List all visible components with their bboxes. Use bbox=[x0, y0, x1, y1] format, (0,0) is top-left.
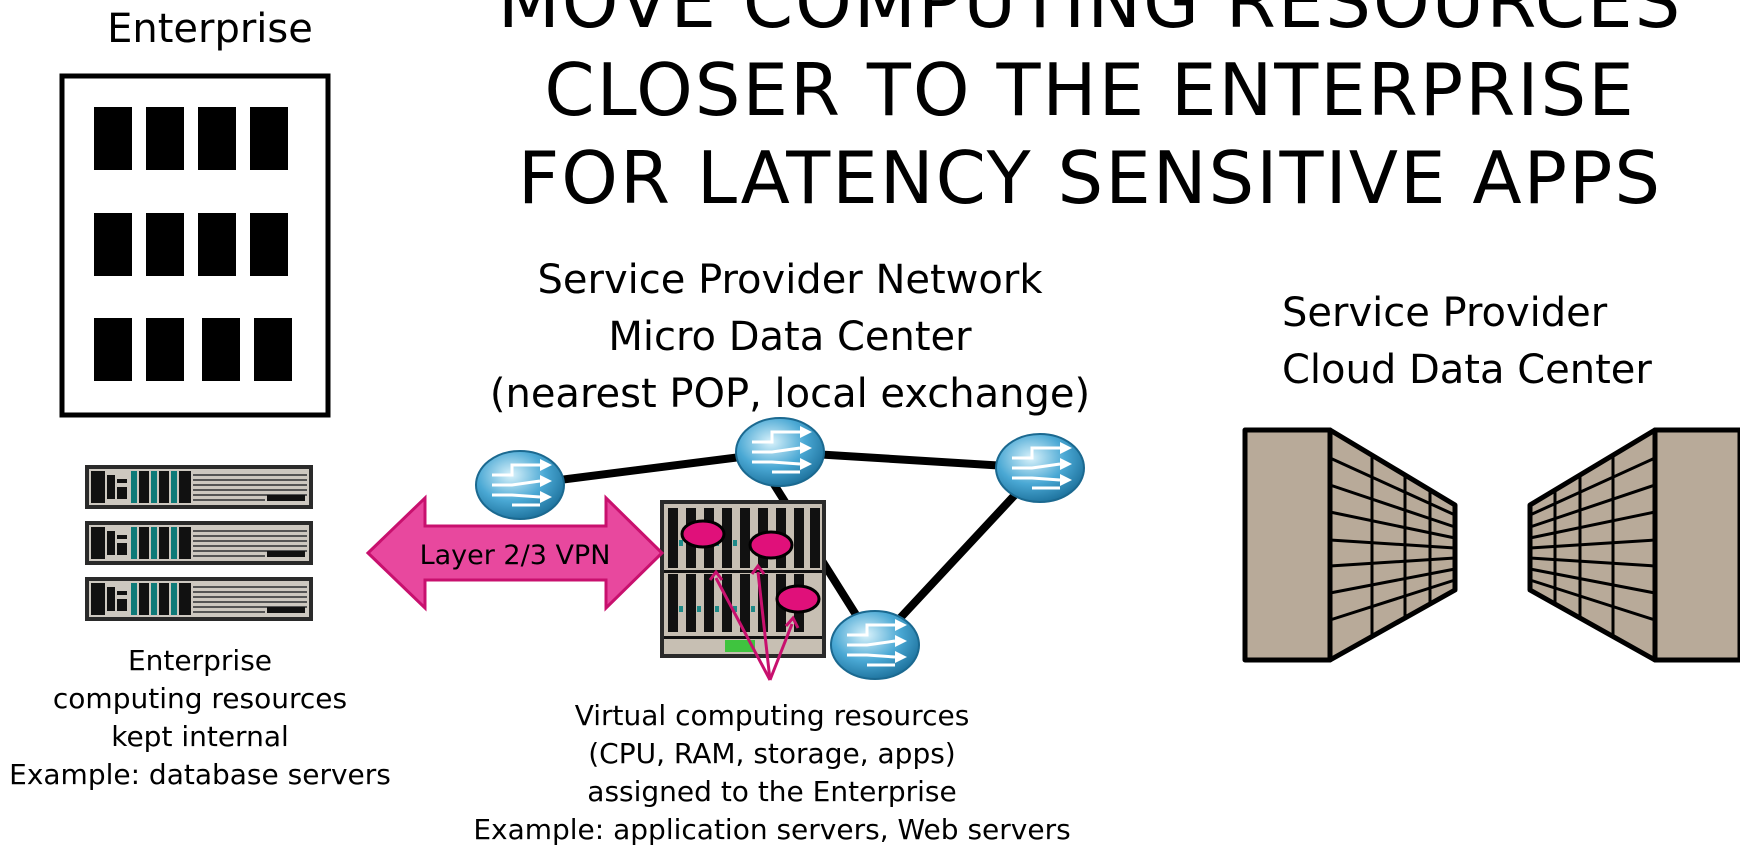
enterprise-building-icon bbox=[59, 73, 331, 418]
virt-line-4: Example: application servers, Web server… bbox=[473, 813, 1071, 846]
virtual-resources-caption: Virtual computing resources (CPU, RAM, s… bbox=[462, 697, 1082, 849]
vm-markers bbox=[680, 519, 821, 614]
micro-dc-line-2: Micro Data Center bbox=[608, 314, 972, 360]
virt-line-2: (CPU, RAM, storage, apps) bbox=[588, 737, 956, 770]
cloud-data-center-icon bbox=[1242, 427, 1740, 663]
enterprise-label: Enterprise bbox=[107, 6, 313, 52]
title-line-1: MOVE COMPUTING RESOURCES bbox=[497, 0, 1683, 44]
enterprise-server-stack-icon bbox=[84, 464, 314, 622]
cloud-data-center-label: Service Provider Cloud Data Center bbox=[1282, 285, 1740, 399]
router-icon bbox=[829, 609, 921, 681]
virt-line-1: Virtual computing resources bbox=[574, 699, 970, 732]
micro-dc-line-1: Service Provider Network bbox=[537, 257, 1043, 303]
micro-data-center-rack-icon bbox=[660, 500, 826, 658]
pointer-arrows bbox=[708, 563, 800, 681]
vm-marker bbox=[680, 519, 726, 549]
cloud-dc-line-2: Cloud Data Center bbox=[1282, 347, 1652, 393]
slide-title: MOVE COMPUTING RESOURCES CLOSER TO THE E… bbox=[440, 0, 1740, 222]
ent-res-line-2: computing resources bbox=[52, 682, 348, 715]
title-line-2: CLOSER TO THE ENTERPRISE bbox=[544, 48, 1636, 132]
ent-res-line-1: Enterprise bbox=[127, 644, 273, 677]
router-icon bbox=[734, 416, 826, 488]
micro-data-center-label: Service Provider Network Micro Data Cent… bbox=[430, 252, 1150, 423]
vpn-double-arrow: Layer 2/3 VPN bbox=[365, 494, 665, 612]
enterprise-resources-caption: Enterprise computing resources kept inte… bbox=[0, 642, 400, 794]
title-line-3: FOR LATENCY SENSITIVE APPS bbox=[517, 136, 1663, 220]
cloud-dc-line-1: Service Provider bbox=[1282, 290, 1608, 336]
vm-marker bbox=[748, 530, 794, 560]
micro-dc-line-3: (nearest POP, local exchange) bbox=[489, 371, 1091, 417]
virt-line-3: assigned to the Enterprise bbox=[587, 775, 957, 808]
vm-marker bbox=[775, 584, 821, 614]
ent-res-line-3: kept internal bbox=[111, 720, 289, 753]
vpn-label: Layer 2/3 VPN bbox=[420, 540, 611, 571]
router-icon bbox=[994, 432, 1086, 504]
ent-res-line-4: Example: database servers bbox=[9, 758, 391, 791]
router-icon bbox=[474, 449, 566, 521]
